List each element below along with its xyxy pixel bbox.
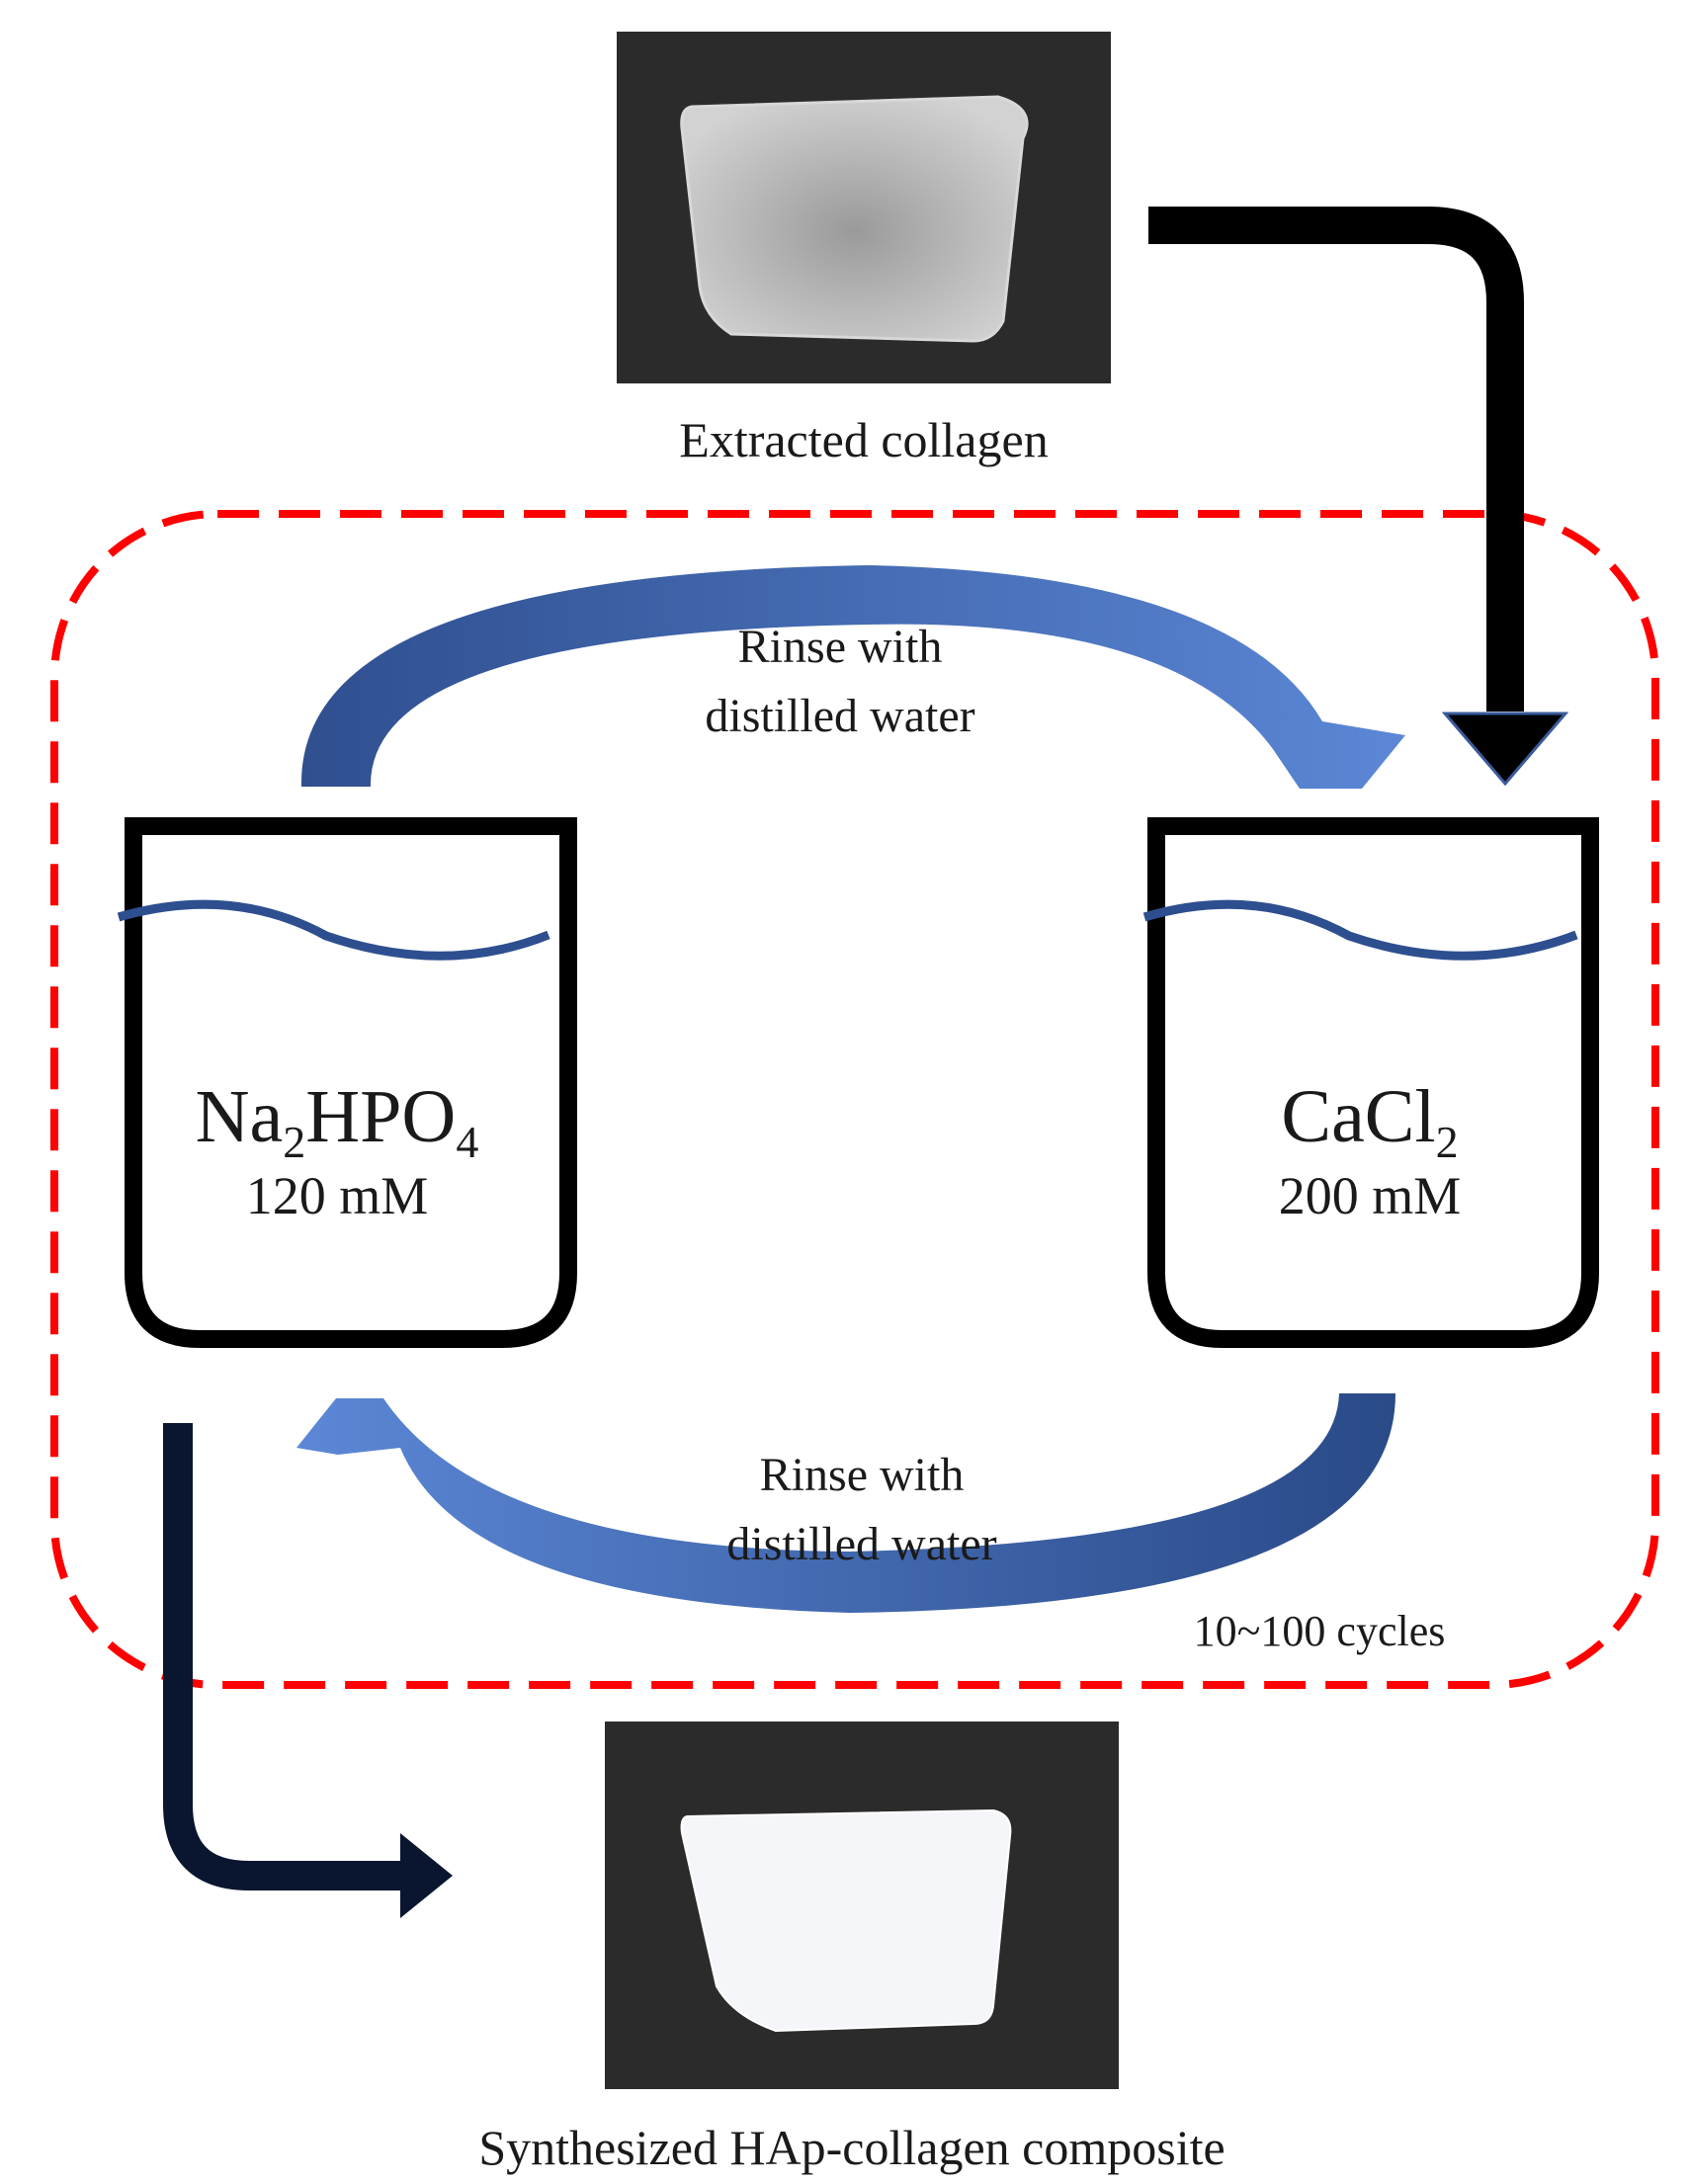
beaker-cacl2 <box>1142 817 1599 1348</box>
cacl2-formula: CaCl2 <box>1281 1075 1458 1167</box>
beaker-na2hpo4 <box>117 817 577 1348</box>
liquid-surface <box>117 899 550 961</box>
cycles-label: 10~100 cycles <box>1194 1607 1446 1655</box>
extracted-collagen-photo <box>617 32 1111 383</box>
bottom-rinse-label-line1: Rinse with <box>760 1449 965 1501</box>
bottom-rinse-arrow <box>296 1393 1395 1613</box>
top-rinse-label-line2: distilled water <box>705 690 974 742</box>
liquid-surface <box>1142 899 1578 961</box>
arrow-head <box>400 1833 453 1918</box>
top-rinse-label-line1: Rinse with <box>738 621 943 673</box>
beaker-outline <box>125 826 577 1348</box>
top-rinse-arrow <box>300 565 1405 789</box>
extracted-collagen-caption: Extracted collagen <box>679 412 1048 467</box>
cycle-dashed-border <box>50 510 1659 1689</box>
arrow-shaft <box>1148 207 1524 712</box>
arrow-head <box>1441 712 1569 787</box>
composite-sample <box>680 1808 1012 2033</box>
collagen-sample <box>680 95 1029 343</box>
na2hpo4-concentration: 120 mM <box>246 1166 429 1225</box>
na2hpo4-formula: Na2HPO4 <box>196 1075 479 1167</box>
hap-collagen-composite-photo <box>605 1722 1119 2089</box>
composite-caption: Synthesized HAp-collagen composite <box>478 2120 1225 2175</box>
beaker-outline <box>1147 826 1599 1348</box>
bottom-rinse-label-line2: distilled water <box>726 1518 996 1570</box>
black-arrow-into-beaker <box>1148 207 1569 787</box>
arrow-shaft <box>163 1423 405 1890</box>
cacl2-concentration: 200 mM <box>1279 1166 1462 1225</box>
dark-arrow-to-composite <box>163 1423 453 1918</box>
